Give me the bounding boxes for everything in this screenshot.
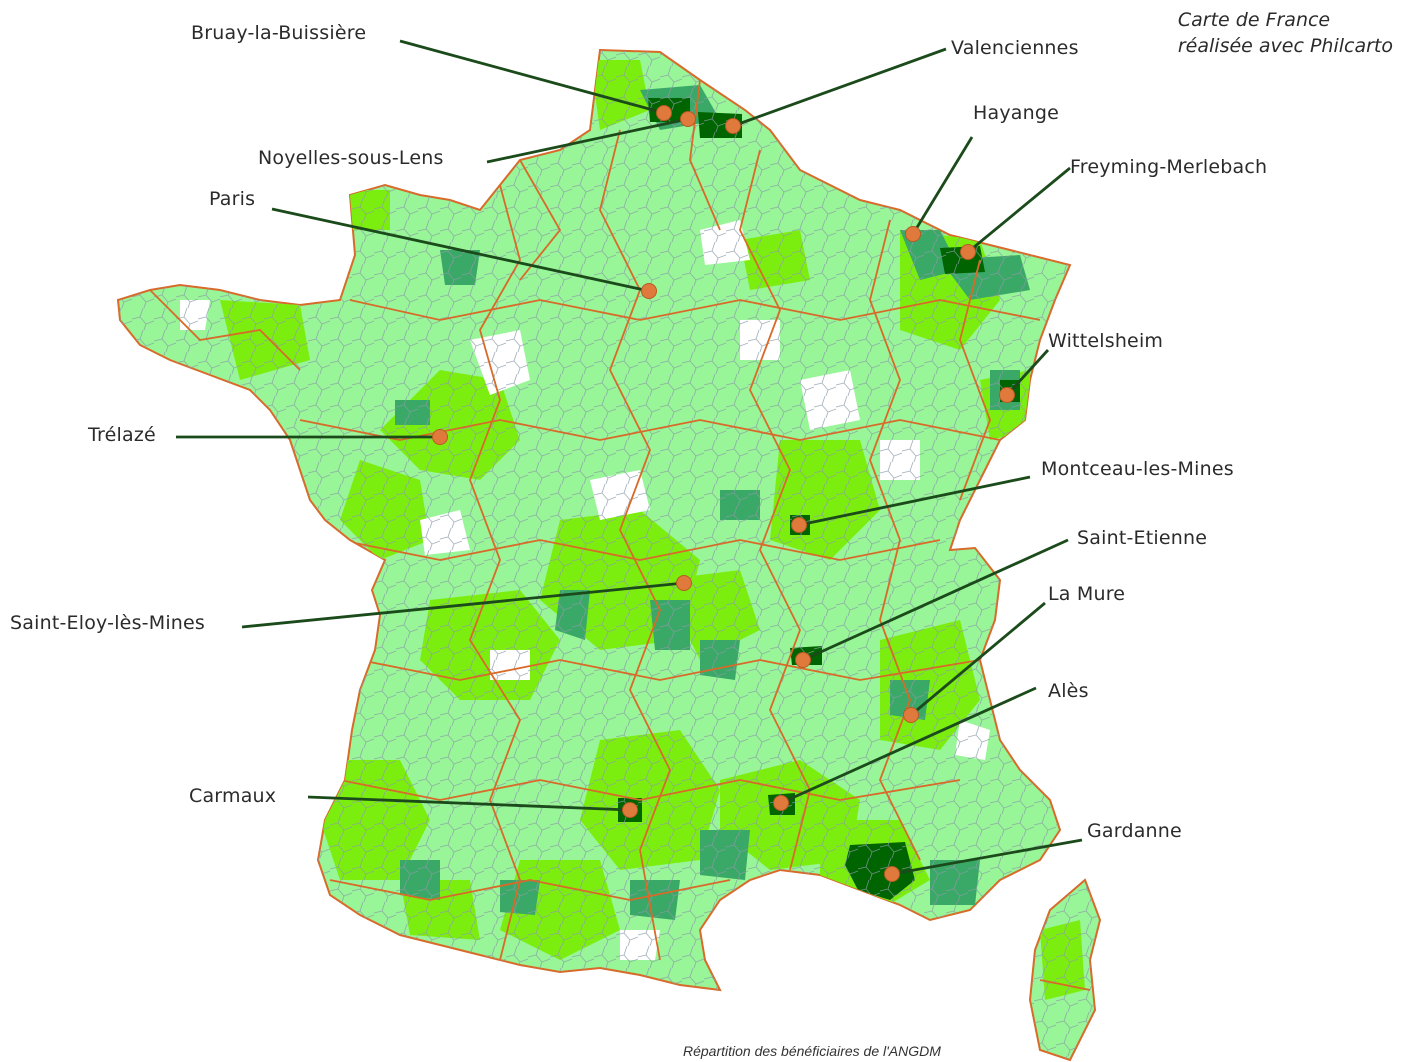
map-credit: Carte de France réalisée avec Philcarto — [1178, 8, 1393, 59]
leader-saint-etienne — [802, 538, 1069, 662]
city-label-saint-etienne: Saint-Etienne — [1077, 527, 1208, 549]
city-label-valenciennes: Valenciennes — [951, 37, 1079, 59]
city-label-montceau: Montceau-les-Mines — [1041, 458, 1234, 480]
leader-freyming — [967, 166, 1071, 254]
city-label-gardanne: Gardanne — [1087, 820, 1182, 842]
marker-hayange[interactable] — [905, 226, 921, 242]
city-markers — [432, 105, 1015, 882]
marker-wittelsheim[interactable] — [999, 387, 1015, 403]
leader-wittelsheim — [1005, 349, 1050, 396]
marker-saint-etienne[interactable] — [795, 652, 811, 668]
leader-noyelles — [486, 117, 689, 164]
marker-bruay[interactable] — [656, 105, 672, 121]
city-label-noyelles: Noyelles-sous-Lens — [258, 147, 444, 169]
leader-paris — [271, 207, 650, 293]
leader-saint-eloy — [241, 581, 685, 629]
city-label-freyming: Freyming-Merlebach — [1070, 156, 1268, 178]
city-label-ales: Alès — [1048, 680, 1089, 702]
leader-bruay — [399, 39, 665, 115]
marker-trelaze[interactable] — [432, 429, 448, 445]
marker-noyelles[interactable] — [680, 111, 696, 127]
leader-hayange — [911, 136, 974, 235]
city-label-paris: Paris — [209, 188, 256, 210]
marker-la-mure[interactable] — [903, 707, 919, 723]
leader-la-mure — [910, 601, 1046, 717]
leader-valenciennes — [732, 47, 947, 128]
leader-lines — [176, 39, 1083, 876]
leader-montceau — [798, 475, 1031, 527]
marker-valenciennes[interactable] — [725, 118, 741, 134]
city-label-trelaze: Trélazé — [88, 424, 156, 446]
marker-carmaux[interactable] — [622, 802, 638, 818]
city-label-saint-eloy: Saint-Eloy-lès-Mines — [10, 612, 206, 634]
marker-montceau[interactable] — [791, 517, 807, 533]
credit-line-1: Carte de France — [1177, 9, 1331, 31]
city-label-la-mure: La Mure — [1048, 583, 1126, 605]
leader-gardanne — [891, 838, 1083, 876]
marker-paris[interactable] — [641, 283, 657, 299]
leader-ales — [780, 686, 1037, 805]
credit-line-2: réalisée avec Philcarto — [1177, 34, 1393, 57]
city-label-wittelsheim: Wittelsheim — [1048, 330, 1164, 352]
marker-freyming[interactable] — [960, 244, 976, 260]
city-label-carmaux: Carmaux — [189, 785, 277, 807]
leader-carmaux — [307, 795, 631, 812]
marker-ales[interactable] — [773, 795, 789, 811]
marker-gardanne[interactable] — [884, 866, 900, 882]
map-footnote: Répartition des bénéficiaires de l'ANGDM — [683, 1043, 941, 1059]
city-label-bruay: Bruay-la-Buissière — [191, 22, 367, 44]
city-label-hayange: Hayange — [973, 102, 1060, 124]
marker-saint-eloy[interactable] — [676, 575, 692, 591]
